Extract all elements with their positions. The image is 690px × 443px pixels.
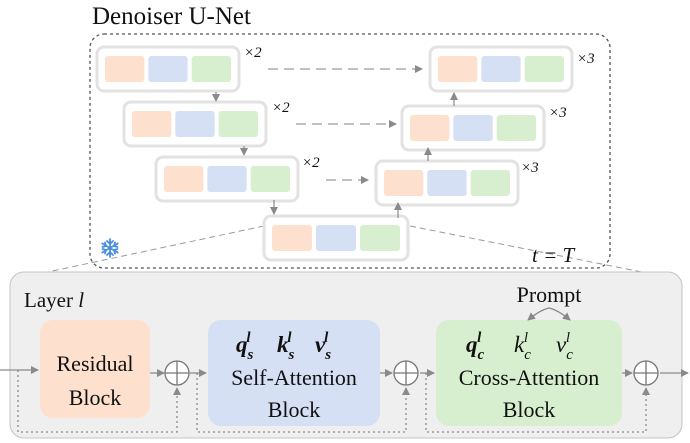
cross-attention-qkv: qcl kcl vcl bbox=[466, 330, 573, 363]
self-attention-block bbox=[208, 320, 380, 426]
cross-attention-cell bbox=[496, 115, 536, 141]
residual-cell bbox=[384, 170, 424, 196]
multiplier-up-2: ×3 bbox=[549, 105, 567, 121]
cross-attention-cell bbox=[191, 56, 231, 82]
residual-cell bbox=[410, 115, 450, 141]
residual-cell bbox=[164, 166, 204, 192]
cross-attention-cell bbox=[470, 170, 510, 196]
down-stage-3 bbox=[154, 155, 300, 203]
self-attention-cell bbox=[148, 56, 188, 82]
prompt-arrow-left bbox=[527, 307, 550, 321]
cross-attention-label-line1: Cross-Attention bbox=[459, 365, 600, 390]
self-attention-qkv: qsl ksl vsl bbox=[236, 330, 331, 363]
multiplier-down-3: ×2 bbox=[302, 155, 320, 171]
unet-frame bbox=[89, 33, 611, 269]
svg-text:kcl: kcl bbox=[514, 330, 531, 363]
residual-label-line2: Block bbox=[69, 385, 122, 410]
cross-attention-cell bbox=[218, 111, 258, 137]
residual-skip-3 bbox=[425, 373, 650, 433]
down-stage-2 bbox=[122, 100, 268, 148]
multiplier-up-3: ×3 bbox=[521, 160, 539, 176]
svg-text:qcl: qcl bbox=[466, 330, 485, 363]
add-circle-icon bbox=[633, 360, 659, 386]
down-stage-1 bbox=[95, 45, 241, 93]
residual-skip-1 bbox=[17, 370, 181, 433]
up-stage-2 bbox=[400, 104, 546, 152]
self-attention-cell bbox=[316, 225, 356, 251]
residual-label-line1: Residual bbox=[57, 351, 134, 376]
prompt-arrow-right bbox=[548, 307, 571, 321]
up-stage-3 bbox=[374, 159, 520, 207]
snowflake-icon bbox=[101, 238, 119, 258]
cross-attention-cell bbox=[360, 225, 400, 251]
timestep-label: t = T bbox=[532, 243, 576, 267]
diagram-title: Denoiser U-Net bbox=[92, 3, 251, 30]
self-attention-cell bbox=[207, 166, 247, 192]
add-circle-icon bbox=[164, 360, 190, 386]
up-stage-1 bbox=[428, 45, 574, 93]
zoom-line-right bbox=[409, 225, 683, 281]
cross-attention-label-line2: Block bbox=[503, 397, 556, 422]
prompt-label: Prompt bbox=[517, 282, 582, 307]
residual-skip-2 bbox=[196, 373, 410, 433]
cross-attention-block bbox=[436, 320, 622, 426]
svg-text:vsl: vsl bbox=[315, 330, 331, 363]
zoom-line-left bbox=[9, 225, 265, 281]
bottleneck-stage bbox=[262, 214, 410, 262]
self-attention-cell bbox=[453, 115, 493, 141]
residual-cell bbox=[132, 111, 172, 137]
residual-cell bbox=[272, 225, 312, 251]
layer-label: Layer l bbox=[24, 288, 84, 312]
self-attention-cell bbox=[175, 111, 215, 137]
multiplier-up-1: ×3 bbox=[577, 51, 595, 67]
cross-attention-cell bbox=[524, 56, 564, 82]
residual-cell bbox=[438, 56, 478, 82]
svg-text:ksl: ksl bbox=[277, 330, 295, 363]
cross-attention-cell bbox=[250, 166, 290, 192]
svg-text:vcl: vcl bbox=[556, 330, 573, 363]
self-attention-cell bbox=[481, 56, 521, 82]
add-circle-icon bbox=[393, 360, 419, 386]
residual-block bbox=[40, 320, 150, 418]
residual-cell bbox=[105, 56, 145, 82]
self-attention-label-line1: Self-Attention bbox=[231, 365, 357, 390]
svg-text:qsl: qsl bbox=[236, 330, 254, 363]
unet-blocks bbox=[95, 45, 574, 262]
self-attention-label-line2: Block bbox=[268, 397, 321, 422]
multiplier-down-2: ×2 bbox=[272, 100, 290, 116]
self-attention-cell bbox=[427, 170, 467, 196]
multiplier-down-1: ×2 bbox=[244, 45, 262, 61]
